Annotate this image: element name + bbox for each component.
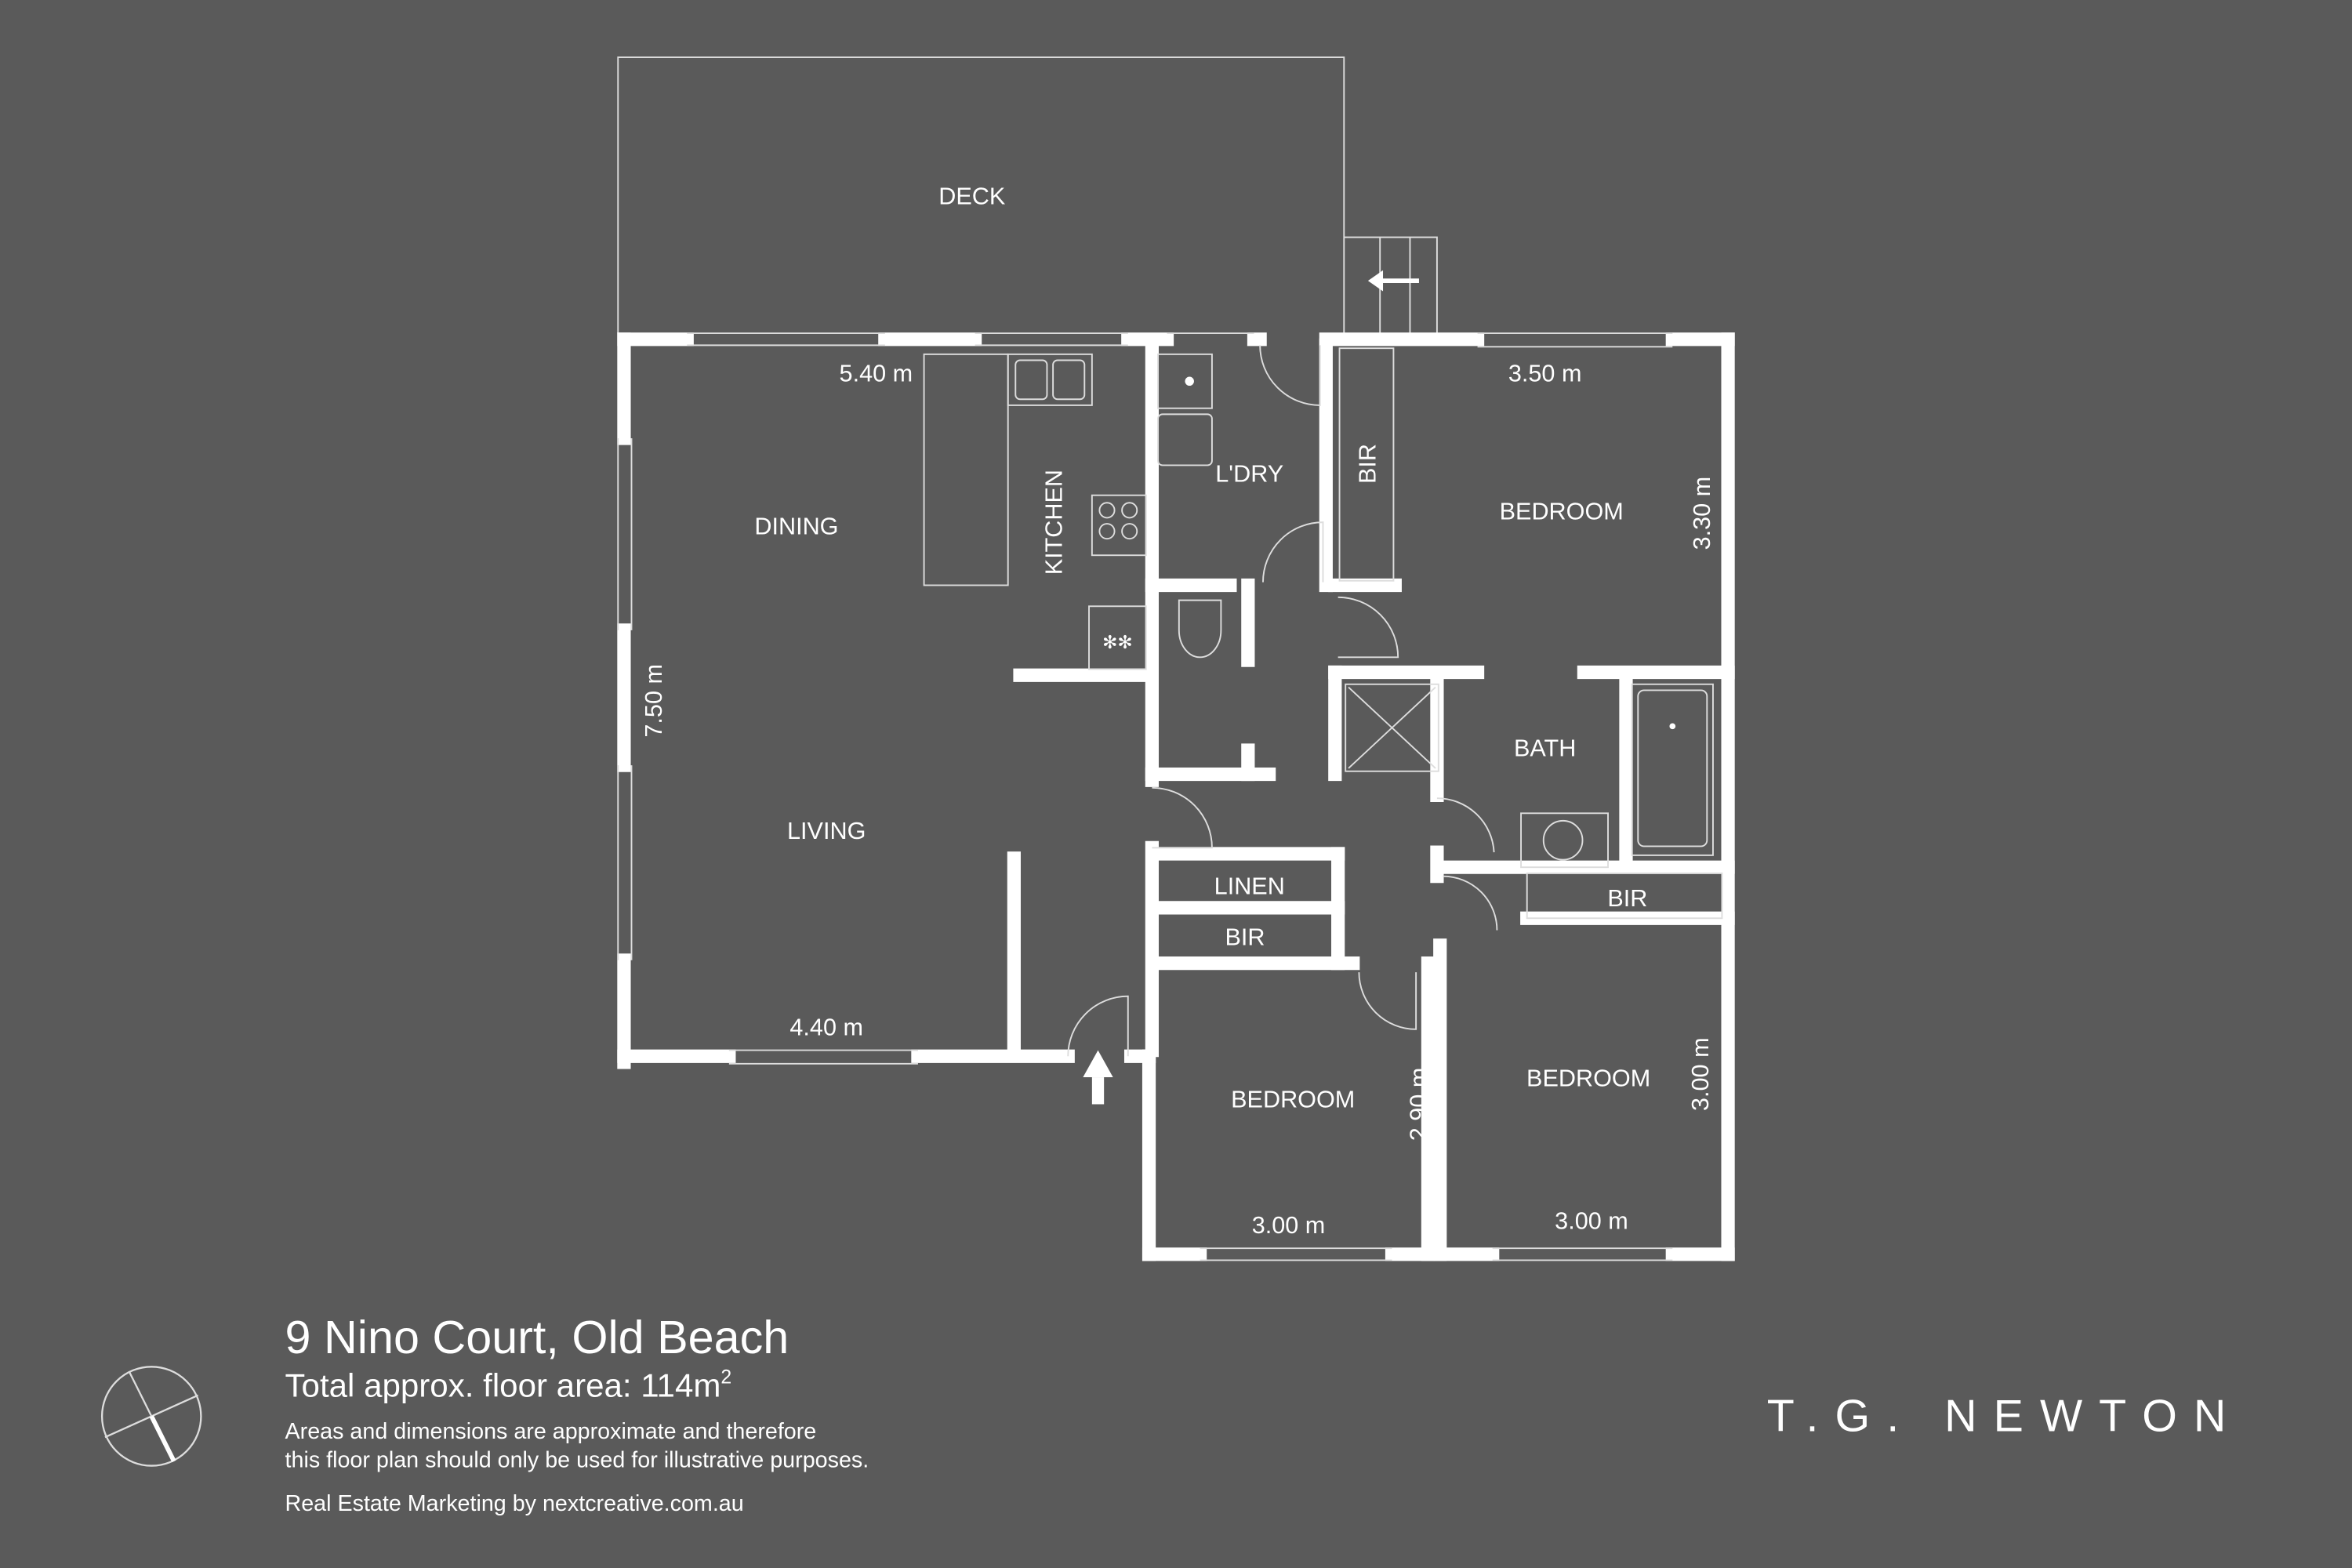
room-label-linen: LINEN	[1214, 873, 1285, 900]
room-label-bir-master: BIR	[1354, 444, 1381, 484]
room-label-living: LIVING	[787, 818, 866, 844]
dim-bedroom3-length: 3.00 m	[1687, 1037, 1714, 1111]
entry-arrow-deck	[1367, 270, 1419, 292]
room-label-bedroom-2: BEDROOM	[1231, 1086, 1355, 1112]
room-label-deck: DECK	[938, 183, 1006, 210]
entry-arrow-front	[1083, 1050, 1113, 1105]
dim-bedroom1-width: 3.50 m	[1508, 360, 1582, 387]
room-label-bir-bed3: BIR	[1607, 885, 1647, 912]
dim-bedroom1-length: 3.30 m	[1689, 477, 1715, 550]
dim-living-length: 7.50 m	[641, 664, 667, 738]
dim-bedroom2-width: 3.00 m	[1252, 1212, 1326, 1239]
floor-area: Total approx. floor area: 114m2	[285, 1366, 732, 1403]
brand-logo: T.G. NEWTON	[1767, 1392, 2243, 1442]
walls	[617, 332, 1735, 1261]
room-label-kitchen: KITCHEN	[1041, 470, 1068, 575]
room-label-bedroom-1: BEDROOM	[1500, 498, 1624, 524]
room-label-bedroom-3: BEDROOM	[1526, 1065, 1650, 1092]
floor-area-sup: 2	[720, 1366, 731, 1388]
disclaimer-line-1: Areas and dimensions are approximate and…	[285, 1419, 817, 1444]
doors	[1067, 345, 1498, 1057]
compass-icon	[100, 1366, 202, 1467]
dim-bedroom2-length: 2.90 m	[1406, 1068, 1432, 1142]
fixtures: ✻✻	[923, 353, 1723, 920]
floor-area-text: Total approx. floor area: 114m	[285, 1367, 721, 1404]
credit: Real Estate Marketing by nextcreative.co…	[285, 1491, 744, 1516]
property-address: 9 Nino Court, Old Beach	[285, 1311, 789, 1363]
dim-dining-width: 5.40 m	[840, 360, 913, 387]
dim-living-width: 4.40 m	[789, 1014, 863, 1040]
room-label-laundry: L'DRY	[1215, 460, 1283, 487]
room-label-dining: DINING	[754, 513, 838, 539]
room-label-bir-hall: BIR	[1225, 924, 1265, 951]
svg-text:✻✻: ✻✻	[1102, 632, 1132, 652]
dim-bedroom3-width: 3.00 m	[1555, 1207, 1628, 1234]
room-label-bath: BATH	[1514, 735, 1576, 762]
disclaimer-line-2: this floor plan should only be used for …	[285, 1447, 869, 1472]
